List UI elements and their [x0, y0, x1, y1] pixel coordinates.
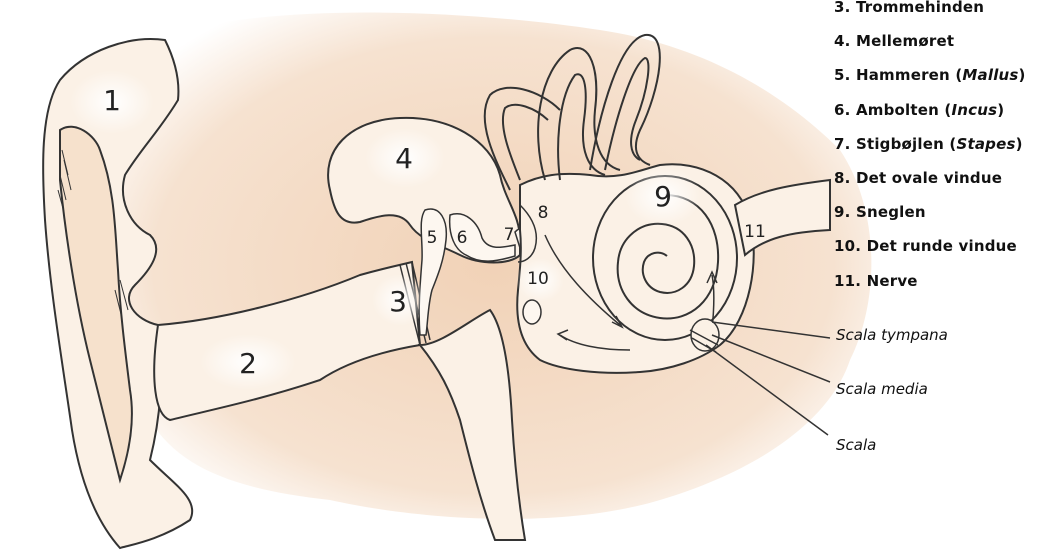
label-3: 3 — [389, 285, 407, 318]
legend-item-11: 11. Nerve — [834, 264, 1045, 298]
scala-tympana-label: Scala tympana — [836, 326, 948, 344]
label-8: 8 — [538, 203, 549, 223]
legend-item-8: 8. Det ovale vindue — [834, 161, 1045, 195]
label-1: 1 — [103, 84, 121, 117]
legend-item-5: 5. Hammeren (Mallus) — [834, 58, 1045, 92]
round-window — [523, 300, 541, 324]
legend-item-4: 4. Mellemøret — [834, 24, 1045, 58]
scala-label: Scala — [836, 436, 876, 454]
label-4: 4 — [395, 142, 413, 175]
legend-item-10: 10. Det runde vindue — [834, 229, 1045, 263]
legend-item-6: 6. Ambolten (Incus) — [834, 93, 1045, 127]
legend-item-7: 7. Stigbøjlen (Stapes) — [834, 127, 1045, 161]
label-7: 7 — [504, 225, 515, 245]
legend: 3. Trommehinden 4. Mellemøret 5. Hammere… — [834, 0, 1045, 298]
label-5: 5 — [427, 228, 438, 248]
scala-media-label: Scala media — [836, 380, 928, 398]
label-9: 9 — [654, 180, 672, 213]
label-6: 6 — [457, 228, 468, 248]
label-2: 2 — [239, 347, 257, 380]
label-11: 11 — [744, 222, 766, 242]
legend-item-9: 9. Sneglen — [834, 195, 1045, 229]
legend-item-3: 3. Trommehinden — [834, 0, 1045, 24]
label-10: 10 — [527, 269, 549, 289]
